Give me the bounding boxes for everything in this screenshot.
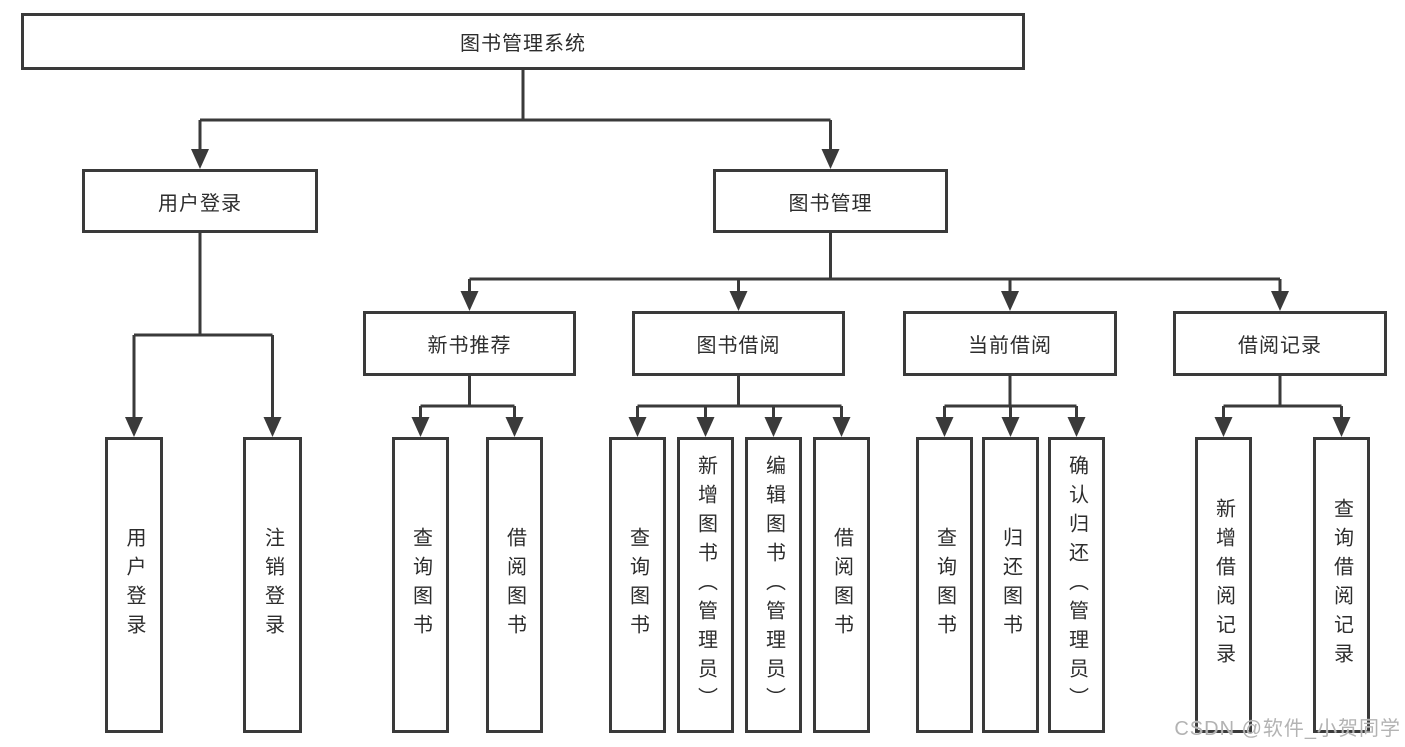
node-label: 图书借阅 xyxy=(696,335,781,357)
node-label: 借阅图书 xyxy=(503,527,526,643)
node-label: 编辑图书（管理员） xyxy=(762,454,785,716)
node-book-borrow: 图书借阅 xyxy=(632,311,845,376)
node-br-query: 查询借阅记录 xyxy=(1313,437,1370,733)
node-bb-query: 查询图书 xyxy=(609,437,666,733)
node-bb-borrow: 借阅图书 xyxy=(813,437,870,733)
node-label: 新增借阅记录 xyxy=(1212,498,1235,672)
node-label: 借阅记录 xyxy=(1238,335,1322,357)
node-label: 查询图书 xyxy=(626,527,649,643)
watermark: CSDN @软件_小贺同学 xyxy=(1174,718,1401,740)
node-user-login: 用户登录 xyxy=(82,169,318,233)
node-label: 确认归还（管理员） xyxy=(1065,454,1088,716)
node-borrow-records: 借阅记录 xyxy=(1173,311,1387,376)
node-bb-edit: 编辑图书（管理员） xyxy=(745,437,802,733)
node-label: 用户登录 xyxy=(158,192,242,215)
node-label: 查询借阅记录 xyxy=(1330,498,1353,672)
node-root: 图书管理系统 xyxy=(21,13,1025,70)
node-label: 借阅图书 xyxy=(830,527,853,643)
node-bb-add: 新增图书（管理员） xyxy=(677,437,734,733)
node-cb-return: 归还图书 xyxy=(982,437,1039,733)
node-label: 查询图书 xyxy=(409,527,432,643)
node-new-book-rec: 新书推荐 xyxy=(363,311,576,376)
node-label: 归还图书 xyxy=(999,527,1022,643)
node-cb-query: 查询图书 xyxy=(916,437,973,733)
node-label: 用户登录 xyxy=(123,527,145,643)
node-label: 图书管理 xyxy=(788,192,873,215)
node-label: 新增图书（管理员） xyxy=(694,454,717,716)
node-label: 图书管理系统 xyxy=(460,33,586,55)
node-book-mgmt: 图书管理 xyxy=(713,169,948,233)
node-cb-confirm: 确认归还（管理员） xyxy=(1048,437,1105,733)
node-label: 新书推荐 xyxy=(427,335,512,357)
node-login: 用户登录 xyxy=(105,437,163,733)
node-label: 当前借阅 xyxy=(968,335,1052,357)
node-current-borrow: 当前借阅 xyxy=(903,311,1117,376)
node-rec-borrow: 借阅图书 xyxy=(486,437,543,733)
node-br-add: 新增借阅记录 xyxy=(1195,437,1252,733)
node-logout: 注销登录 xyxy=(243,437,302,733)
node-label: 查询图书 xyxy=(933,527,956,643)
node-rec-query: 查询图书 xyxy=(392,437,449,733)
node-label: 注销登录 xyxy=(261,527,284,643)
